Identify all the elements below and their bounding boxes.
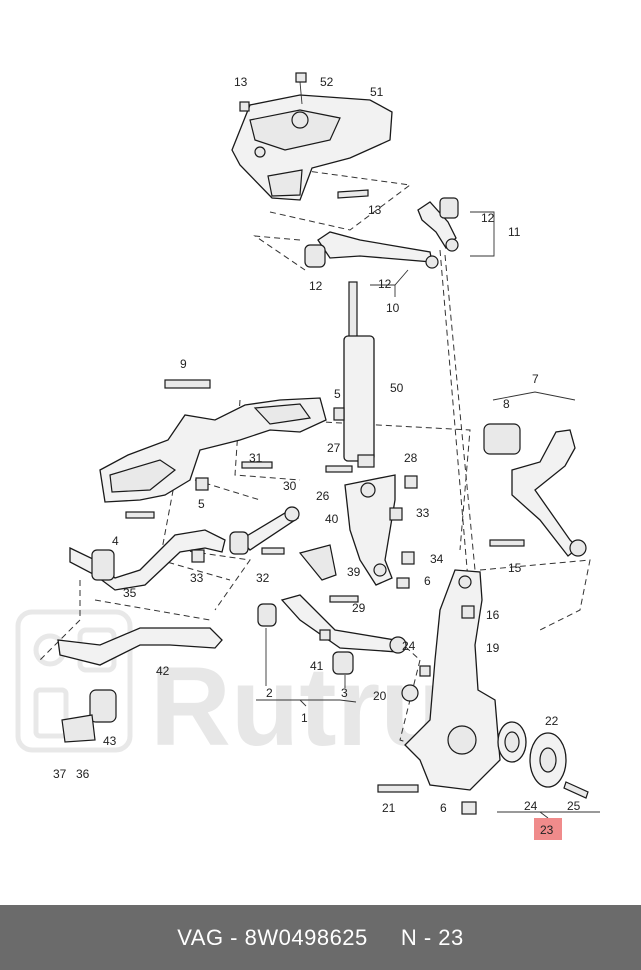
stabilizer-bars	[57, 529, 226, 743]
callout-26: 26	[316, 489, 330, 503]
callout-29: 29	[352, 601, 366, 615]
callout-16: 16	[486, 608, 500, 622]
tie-rod-part-30	[229, 506, 300, 555]
callout-5-b: 5	[198, 497, 205, 511]
footer-gap	[368, 925, 401, 951]
callout-39: 39	[347, 565, 361, 579]
callout-33: 33	[416, 506, 430, 520]
footer-brand: VAG	[177, 924, 224, 950]
crossmember	[99, 379, 345, 503]
callout-9: 9	[180, 357, 187, 371]
callout-50: 50	[390, 381, 404, 395]
callout-51: 51	[370, 85, 384, 99]
footer-separator: -	[223, 924, 245, 950]
callout-28: 28	[404, 451, 418, 465]
shock-absorber-part-50	[343, 281, 375, 468]
callout-43: 43	[103, 734, 117, 748]
callout-10: 10	[386, 301, 400, 315]
knuckle-bracket-part-26	[344, 474, 396, 586]
fasteners	[125, 461, 525, 815]
callout-52: 52	[320, 75, 334, 89]
callout-6-b: 6	[440, 801, 447, 815]
footer-reference: N - 23	[400, 924, 464, 950]
callout-34: 34	[430, 552, 444, 566]
suspension-exploded-diagram: Rutru	[15, 72, 600, 840]
watermark: Rutru	[15, 609, 449, 769]
watermark-text: Rutru	[150, 644, 449, 769]
callout-13: 13	[234, 75, 248, 89]
leader-lines	[256, 211, 600, 819]
callout-12-left: 12	[309, 279, 323, 293]
callout-37: 37	[53, 767, 67, 781]
wheel-hub-part-22	[529, 732, 589, 799]
callout-1: 1	[301, 711, 308, 725]
footer-part-number: 8W0498625	[244, 924, 368, 950]
lower-wishbone-part-7	[483, 423, 587, 557]
callout-40: 40	[325, 512, 339, 526]
callout-2: 2	[266, 686, 273, 700]
callout-6: 6	[424, 574, 431, 588]
callout-23-highlighted: 23	[540, 823, 554, 837]
callout-41: 41	[310, 659, 324, 673]
callout-19: 19	[486, 641, 500, 655]
callout-13-b: 13	[368, 203, 382, 217]
callout-12-lower: 12	[378, 277, 392, 291]
callout-25: 25	[567, 799, 581, 813]
upper-arms-part-12	[304, 197, 459, 269]
callout-4: 4	[112, 534, 119, 548]
callout-5: 5	[334, 387, 341, 401]
callout-27: 27	[327, 441, 341, 455]
callout-36: 36	[76, 767, 90, 781]
callout-11: 11	[508, 225, 521, 239]
callout-8: 8	[503, 397, 510, 411]
callout-24-b: 24	[524, 799, 538, 813]
footer-bar: VAG - 8W0498625 N - 23	[0, 905, 641, 970]
callout-31: 31	[249, 451, 263, 465]
callout-42: 42	[156, 664, 170, 678]
callout-15: 15	[508, 561, 522, 575]
callout-3: 3	[341, 686, 348, 700]
subframe-part-51	[231, 72, 393, 201]
highlight-box	[534, 818, 562, 840]
callout-35: 35	[123, 586, 137, 600]
callout-22: 22	[545, 714, 559, 728]
wheel-knuckle-part-19	[404, 569, 501, 791]
wheel-bearing-part-24	[497, 721, 527, 763]
callout-24: 24	[402, 639, 416, 653]
callout-30: 30	[283, 479, 297, 493]
callout-12-upper: 12	[481, 211, 495, 225]
callout-33-b: 33	[190, 571, 204, 585]
callout-20: 20	[373, 689, 387, 703]
callout-7: 7	[532, 372, 539, 386]
lower-arms-part-1	[257, 594, 407, 675]
callout-labels: 13 52 51 13 12 11 12 12 10 9 5 50 7 8 27…	[53, 75, 581, 837]
callout-32: 32	[256, 571, 270, 585]
callout-21: 21	[382, 801, 396, 815]
